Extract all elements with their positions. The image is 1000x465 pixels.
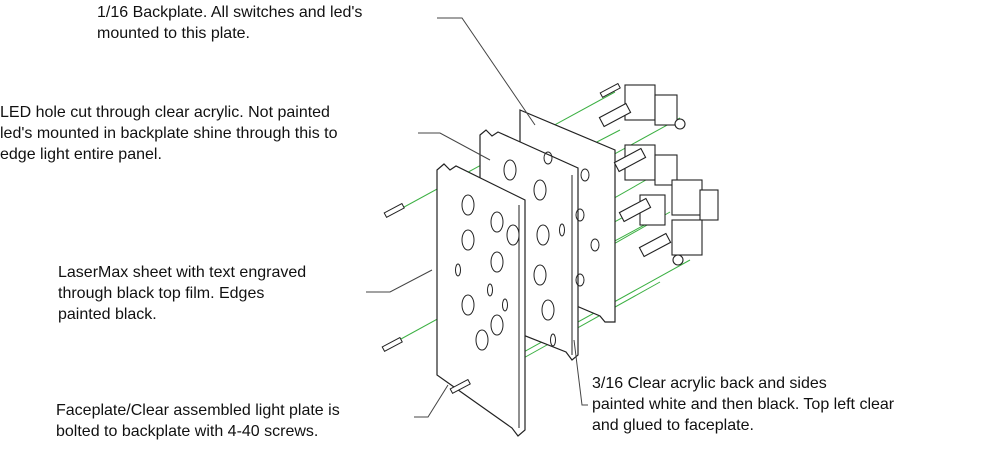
note-line: and glued to faceplate.	[592, 417, 754, 434]
screws	[381, 82, 621, 395]
note-line: 3/16 Clear acrylic back and sides	[592, 375, 827, 392]
note-line: painted white and then black. Top left c…	[592, 396, 895, 413]
note-line: painted black.	[58, 306, 157, 323]
note-led-hole: LED hole cut through clear acrylic. Not …	[0, 102, 338, 165]
note-backplate: 1/16 Backplate. All switches and led's m…	[97, 2, 362, 44]
note-line: LED hole cut through clear acrylic. Not …	[0, 104, 330, 121]
note-clear-acrylic: 3/16 Clear acrylic back and sides painte…	[592, 373, 894, 436]
switches	[598, 84, 719, 266]
note-line: LaserMax sheet with text engraved	[58, 264, 307, 281]
plate-holes	[455, 151, 600, 351]
note-faceplate: Faceplate/Clear assembled light plate is…	[56, 400, 340, 442]
note-line: 1/16 Backplate. All switches and led's	[97, 4, 363, 21]
note-line: led's mounted in backplate shine through…	[0, 125, 338, 142]
note-line: edge light entire panel.	[0, 146, 162, 163]
lasermax-faceplate	[436, 163, 526, 437]
note-line: Faceplate/Clear assembled light plate is	[56, 402, 340, 419]
note-line: through black top film. Edges	[58, 285, 265, 302]
note-line: mounted to this plate.	[97, 25, 250, 42]
leader-lines	[366, 17, 588, 418]
note-lasermax: LaserMax sheet with text engraved throug…	[58, 262, 306, 325]
note-line: bolted to backplate with 4-40 screws.	[56, 423, 319, 440]
